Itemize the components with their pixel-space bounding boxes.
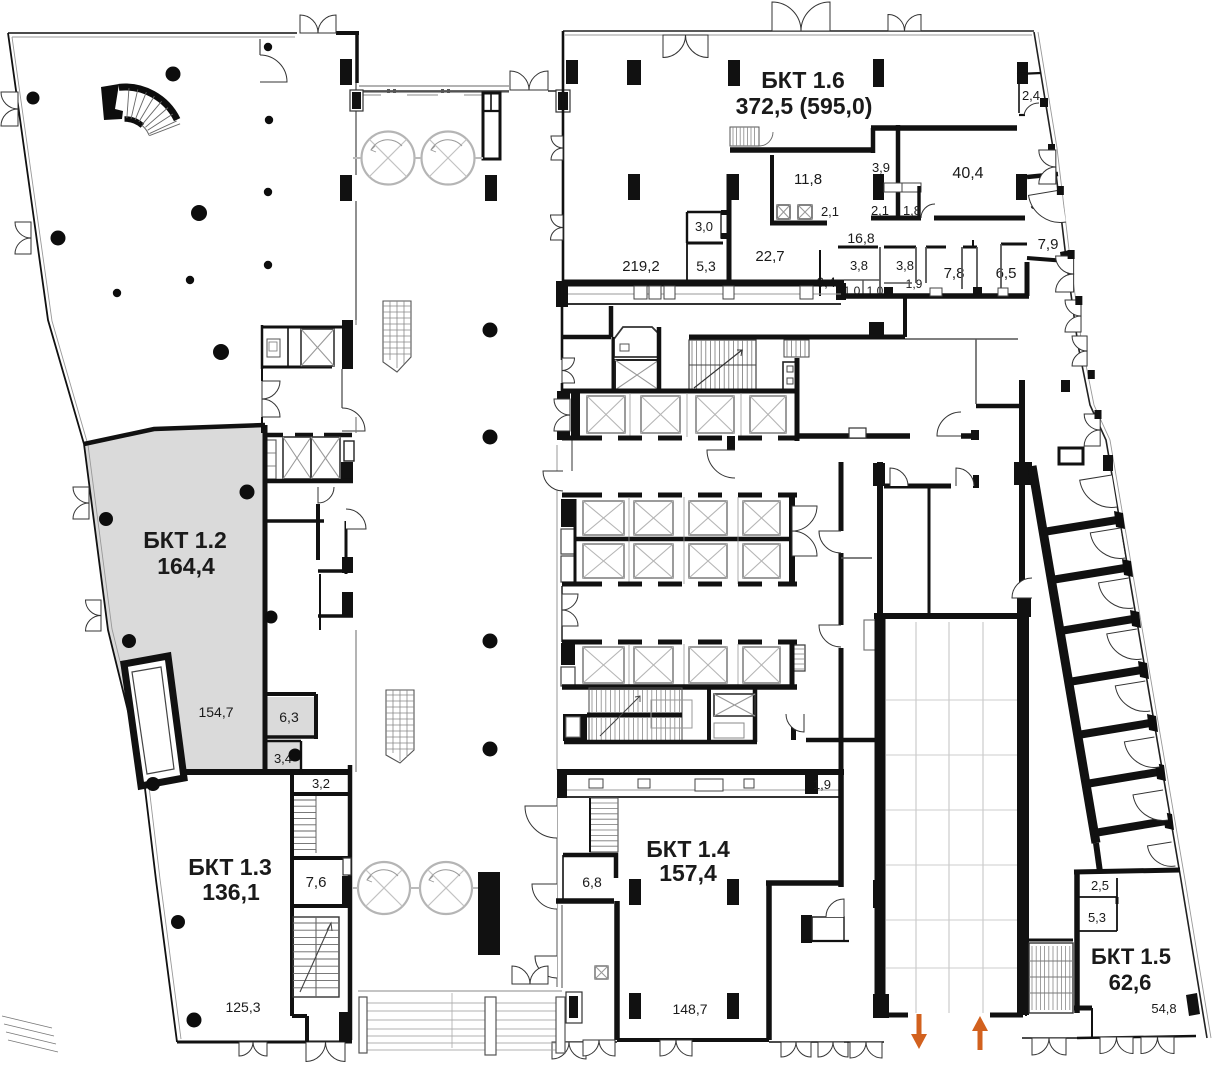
- svg-text:219,2: 219,2: [622, 258, 660, 275]
- svg-text:7,6: 7,6: [306, 874, 327, 891]
- svg-text:372,5 (595,0): 372,5 (595,0): [736, 93, 873, 119]
- svg-text:3,4: 3,4: [274, 751, 292, 766]
- svg-text:2,5: 2,5: [1091, 878, 1109, 893]
- svg-text:6,8: 6,8: [582, 874, 602, 890]
- svg-text:22,7: 22,7: [755, 248, 784, 265]
- svg-text:7,8: 7,8: [944, 265, 965, 282]
- svg-text:16,8: 16,8: [847, 230, 874, 246]
- svg-text:136,1: 136,1: [202, 879, 260, 905]
- svg-text:БКТ 1.3: БКТ 1.3: [188, 854, 272, 880]
- svg-text:1,9: 1,9: [906, 277, 923, 291]
- svg-text:54,8: 54,8: [1151, 1001, 1176, 1016]
- svg-text:1,9: 1,9: [813, 777, 831, 792]
- svg-text:157,4: 157,4: [659, 860, 717, 886]
- svg-text:3,8: 3,8: [850, 258, 868, 273]
- svg-text:БКТ 1.6: БКТ 1.6: [761, 67, 845, 93]
- svg-text:6,3: 6,3: [279, 709, 299, 725]
- svg-text:6,5: 6,5: [996, 265, 1017, 282]
- svg-text:БКТ 1.2: БКТ 1.2: [143, 527, 227, 553]
- svg-text:2,1: 2,1: [821, 204, 839, 219]
- svg-text:3,0: 3,0: [695, 219, 713, 234]
- svg-text:11,8: 11,8: [794, 171, 822, 188]
- svg-text:62,6: 62,6: [1109, 970, 1152, 995]
- svg-text:7,9: 7,9: [1038, 236, 1059, 253]
- svg-text:154,7: 154,7: [198, 704, 233, 720]
- svg-text:1,8: 1,8: [903, 203, 921, 218]
- svg-text:164,4: 164,4: [157, 553, 215, 579]
- svg-text:2,4: 2,4: [1022, 88, 1040, 103]
- svg-text:3,9: 3,9: [872, 160, 890, 175]
- svg-text:БКТ 1.4: БКТ 1.4: [646, 836, 730, 862]
- svg-text:2,1: 2,1: [871, 203, 889, 218]
- svg-text:5,3: 5,3: [696, 258, 716, 274]
- svg-text:125,3: 125,3: [225, 999, 260, 1015]
- svg-text:5,3: 5,3: [1088, 910, 1106, 925]
- svg-text:40,4: 40,4: [952, 165, 983, 182]
- svg-text:3,2: 3,2: [312, 776, 330, 791]
- svg-text:БКТ 1.5: БКТ 1.5: [1091, 944, 1171, 969]
- svg-text:3,8: 3,8: [896, 258, 914, 273]
- svg-text:148,7: 148,7: [672, 1001, 707, 1017]
